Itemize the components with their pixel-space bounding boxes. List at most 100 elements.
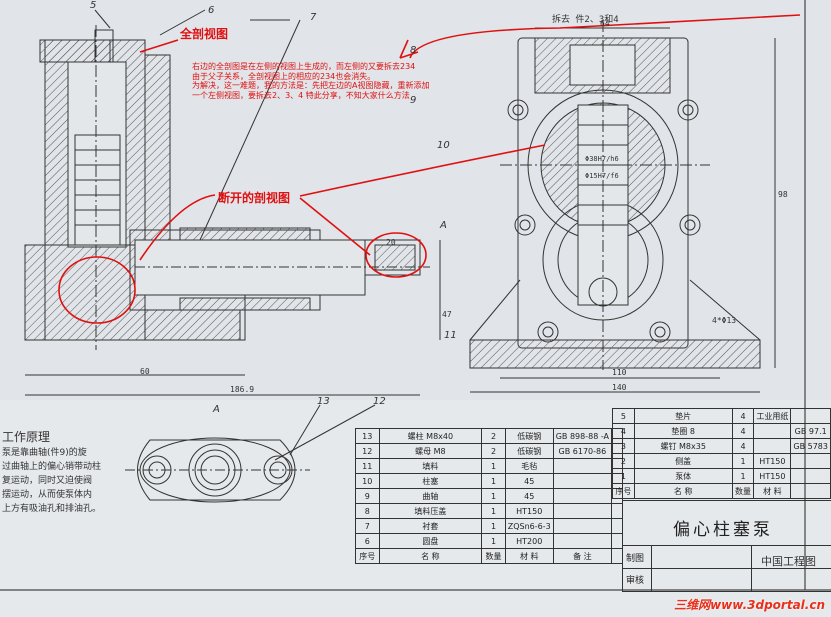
bom-cell: 衬套 bbox=[378, 518, 483, 534]
bom-cell: 低碳钢 bbox=[504, 428, 554, 444]
note-line: 一个左侧视图，要拆去2、3、4 特此分享，不知大家什么方法 bbox=[192, 90, 410, 100]
bom-cell: 螺钉 M8x35 bbox=[633, 438, 733, 454]
dimension: 110 bbox=[612, 368, 627, 377]
principle-line: 上方有吸油孔和排油孔。 bbox=[2, 504, 102, 514]
bom-cell: 2 bbox=[612, 453, 635, 469]
bom-cell: GB 6170-86 bbox=[552, 443, 613, 459]
title-block: 偏心柱塞泵 制图 审核 中国工程图 bbox=[622, 500, 831, 592]
part-number: 13 bbox=[317, 396, 330, 407]
bom-cell bbox=[552, 533, 613, 549]
bom-cell: 3 bbox=[612, 438, 635, 454]
bom-cell bbox=[552, 503, 613, 519]
bom-cell: 6 bbox=[355, 533, 380, 549]
dimension: 20 bbox=[386, 238, 396, 247]
bom-cell: 4 bbox=[731, 423, 755, 439]
principle-line: 摆运动，从而使泵体内 bbox=[2, 490, 93, 500]
bom-cell: 序号 bbox=[612, 483, 635, 499]
bom-cell bbox=[790, 483, 831, 499]
bom-row: 序号名 称数量材 料 bbox=[612, 483, 831, 499]
bom-cell: 螺母 M8 bbox=[378, 443, 483, 459]
note-line: 由于父子关系，全剖视图上的相应的234也会消失。 bbox=[192, 71, 376, 81]
bom-cell: 1 bbox=[731, 453, 755, 469]
bom-cell: 毛毡 bbox=[504, 458, 554, 474]
bom-cell: 填料压盖 bbox=[378, 503, 483, 519]
bom-cell: 1 bbox=[481, 473, 506, 489]
principle-line: 复运动，同时又迫使阀 bbox=[2, 476, 93, 486]
bom-cell: 1 bbox=[612, 468, 635, 484]
dimension: 98 bbox=[778, 190, 788, 199]
dimension: 186.9 bbox=[230, 385, 255, 394]
dimension: 60 bbox=[140, 367, 150, 376]
part-number: 6 bbox=[208, 5, 215, 16]
dimension: Φ15H7/f6 bbox=[585, 172, 619, 180]
bom-cell: 侧盖 bbox=[633, 453, 733, 469]
bom-cell bbox=[611, 503, 623, 519]
dimension: 4*Φ13 bbox=[712, 316, 737, 325]
note-line: 为解决，这一难题，我的方法是：先把左边的A视图隐藏，重新添加 bbox=[192, 81, 430, 90]
bom-cell: 数量 bbox=[731, 483, 755, 499]
part-number: 7 bbox=[310, 12, 317, 23]
bom-cell: 8 bbox=[355, 503, 380, 519]
bom-cell: 1 bbox=[481, 488, 506, 504]
bom-cell bbox=[753, 423, 792, 439]
bom-cell bbox=[611, 518, 623, 534]
part-number: 12 bbox=[373, 396, 386, 407]
bom-cell: 1 bbox=[481, 533, 506, 549]
drawing-title: 偏心柱塞泵 bbox=[673, 520, 773, 540]
bom-cell bbox=[552, 518, 613, 534]
company-name: 中国工程图 bbox=[761, 555, 816, 568]
bom-cell: 7 bbox=[355, 518, 380, 534]
bom-cell: 4 bbox=[731, 438, 755, 454]
bom-cell: 12 bbox=[355, 443, 380, 459]
full-section-label: 全剖视图 bbox=[180, 27, 229, 41]
bom-cell: HT150 bbox=[753, 468, 792, 484]
bom-cell: 备 注 bbox=[552, 548, 613, 564]
bom-cell: 13 bbox=[355, 428, 380, 444]
bom-cell: 1 bbox=[481, 518, 506, 534]
bom-cell: 柱塞 bbox=[378, 473, 483, 489]
bom-cell bbox=[790, 408, 831, 424]
bom-cell: 2 bbox=[481, 428, 506, 444]
bom-cell: 9 bbox=[355, 488, 380, 504]
bom-cell: 11 bbox=[355, 458, 380, 474]
bom-cell: 45 bbox=[504, 473, 554, 489]
note-line: 右边的全剖图是在左侧的视图上生成的，而左侧的又要拆去234 bbox=[192, 62, 416, 71]
bom-cell: 材 料 bbox=[504, 548, 554, 564]
bom-cell: 5 bbox=[612, 408, 635, 424]
bom-cell: 序号 bbox=[355, 548, 380, 564]
bom-cell: 数量 bbox=[481, 548, 506, 564]
top-view-label: 拆去 件2、3和4 bbox=[552, 15, 619, 25]
part-number: 10 bbox=[437, 140, 450, 151]
part-number: 11 bbox=[444, 330, 457, 341]
annotation-note: 右边的全剖图是在左侧的视图上生成的，而左侧的又要拆去234 由于父子关系，全剖视… bbox=[192, 62, 429, 100]
part-number: 8 bbox=[410, 45, 417, 56]
bom-cell: 45 bbox=[504, 488, 554, 504]
bom-cell: 10 bbox=[355, 473, 380, 489]
drawn-label: 制图 bbox=[626, 554, 645, 564]
bom-cell bbox=[790, 453, 831, 469]
bom-cell: 填料 bbox=[378, 458, 483, 474]
bom-cell: ZQSn6-6-3 bbox=[504, 518, 554, 534]
principle-line: 过曲轴上的偏心销带动柱 bbox=[2, 462, 102, 472]
bom-cell: 曲轴 bbox=[378, 488, 483, 504]
bom-cell bbox=[753, 438, 792, 454]
principle-line: 泵是靠曲轴(件9)的旋 bbox=[2, 448, 87, 458]
bom-cell bbox=[611, 548, 623, 564]
bom-cell: 圆盘 bbox=[378, 533, 483, 549]
bom-row: 序号名 称数量材 料备 注 bbox=[355, 548, 623, 564]
part-number: 5 bbox=[90, 0, 97, 11]
checked-label: 审核 bbox=[626, 576, 645, 586]
